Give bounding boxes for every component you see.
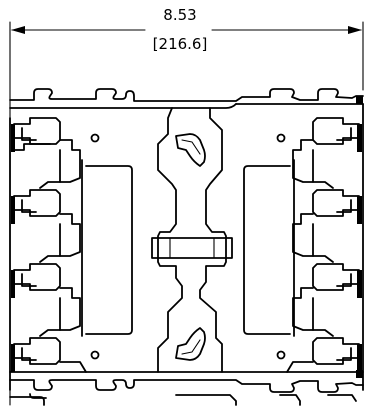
left-frame [81,133,133,360]
left-chain-links [9,117,87,391]
dimension-arrow-left [11,26,25,34]
bottom-edge-outline [9,370,364,406]
dimension-arrow-right [348,26,362,34]
dimension-value-inches: 8.53 [163,6,196,24]
center-divider [151,107,233,373]
top-edge-outline [9,88,364,109]
right-chain-links [286,103,364,391]
right-frame [243,133,295,360]
dimension-value-millimeters: [216.6] [153,35,208,53]
dimension-annotation: 8.53 [216.6] [9,6,364,406]
